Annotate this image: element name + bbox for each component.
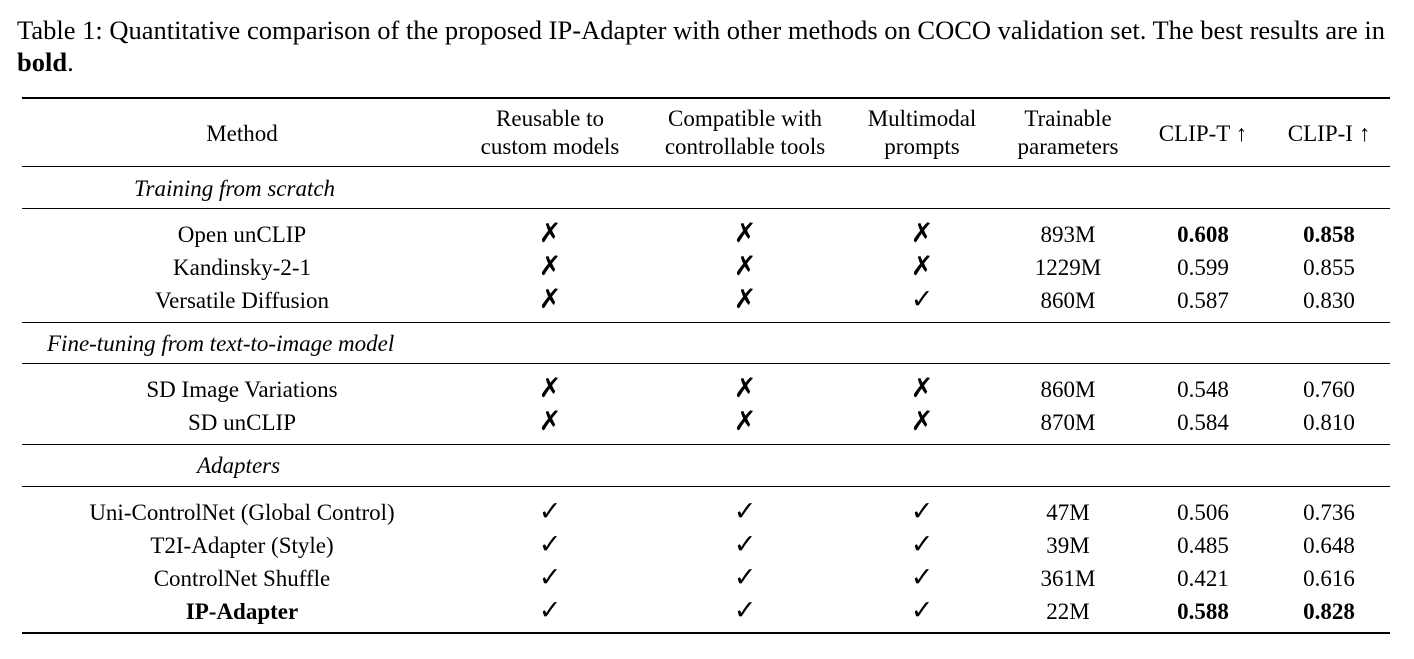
- row-clip-t: 0.485: [1177, 533, 1229, 558]
- row-clip-t: 0.548: [1177, 377, 1229, 402]
- row-params: 47M: [1046, 500, 1090, 525]
- table-row: IP-Adapter ✓ ✓ ✓ 22M 0.588 0.828: [0, 595, 1414, 628]
- table-row: SD unCLIP ✗ ✗ ✗ 870M 0.584 0.810: [0, 406, 1414, 439]
- row-clip-t: 0.599: [1177, 255, 1229, 280]
- row-method: SD unCLIP: [188, 410, 296, 435]
- table-row: Kandinsky-2-1 ✗ ✗ ✗ 1229M 0.599 0.855: [0, 251, 1414, 284]
- table-top-rule: [22, 97, 1390, 99]
- table-row: Uni-ControlNet (Global Control) ✓ ✓ ✓ 47…: [0, 496, 1414, 529]
- row-clip-t: 0.584: [1177, 410, 1229, 435]
- header-reusable-line2: custom models: [480, 134, 620, 159]
- check-icon: ✓: [733, 496, 757, 527]
- row-method: IP-Adapter: [185, 599, 299, 624]
- cross-icon: ✗: [910, 251, 934, 282]
- section-title-training-from-scratch: Training from scratch: [134, 176, 336, 201]
- row-params: 893M: [1040, 222, 1096, 247]
- row-params: 22M: [1046, 599, 1090, 624]
- row-params: 39M: [1046, 533, 1090, 558]
- row-method: Uni-ControlNet (Global Control): [89, 500, 395, 525]
- row-clip-i: 0.855: [1303, 255, 1355, 280]
- row-params: 1229M: [1034, 255, 1102, 280]
- row-clip-t: 0.608: [1177, 222, 1229, 247]
- cross-icon: ✗: [733, 218, 757, 249]
- row-clip-i: 0.760: [1303, 377, 1355, 402]
- cross-icon: ✗: [733, 373, 757, 404]
- section-rule: [22, 444, 1390, 446]
- header-compatible-line1: Compatible with: [668, 106, 822, 131]
- check-icon: ✓: [733, 529, 757, 560]
- cross-icon: ✗: [538, 251, 562, 282]
- table-caption: Table 1: Quantitative comparison of the …: [17, 14, 1407, 78]
- section-rule: [22, 322, 1390, 324]
- check-icon: ✓: [910, 496, 934, 527]
- caption-bold-word: bold: [17, 47, 68, 77]
- cross-icon: ✗: [733, 284, 757, 315]
- section-title-adapters: Adapters: [197, 453, 281, 478]
- row-clip-t: 0.588: [1177, 599, 1229, 624]
- row-method: SD Image Variations: [146, 377, 338, 402]
- check-icon: ✓: [910, 595, 934, 626]
- header-reusable-line1: Reusable to: [496, 106, 604, 131]
- header-trainable-line2: parameters: [1017, 134, 1119, 159]
- row-method: Kandinsky-2-1: [173, 255, 311, 280]
- row-params: 870M: [1040, 410, 1096, 435]
- row-clip-i: 0.616: [1303, 566, 1355, 591]
- header-compatible-line2: controllable tools: [664, 134, 826, 159]
- row-clip-t: 0.421: [1177, 566, 1229, 591]
- table-row: SD Image Variations ✗ ✗ ✗ 860M 0.548 0.7…: [0, 373, 1414, 406]
- cross-icon: ✗: [538, 284, 562, 315]
- cross-icon: ✗: [910, 218, 934, 249]
- row-method: ControlNet Shuffle: [153, 566, 331, 591]
- section-rule: [22, 363, 1390, 365]
- header-clip-i: CLIP-I ↑: [1287, 121, 1371, 146]
- header-multimodal-line1: Multimodal: [867, 106, 977, 131]
- cross-icon: ✗: [733, 406, 757, 437]
- cross-icon: ✗: [538, 373, 562, 404]
- header-method: Method: [206, 121, 278, 146]
- cross-icon: ✗: [538, 406, 562, 437]
- row-clip-i: 0.810: [1303, 410, 1355, 435]
- row-params: 361M: [1040, 566, 1096, 591]
- cross-icon: ✗: [910, 406, 934, 437]
- cross-icon: ✗: [733, 251, 757, 282]
- check-icon: ✓: [538, 562, 562, 593]
- row-clip-t: 0.587: [1177, 288, 1229, 313]
- cross-icon: ✗: [910, 373, 934, 404]
- row-params: 860M: [1040, 288, 1096, 313]
- row-clip-t: 0.506: [1177, 500, 1229, 525]
- header-multimodal-line2: prompts: [884, 134, 960, 159]
- section-rule: [22, 486, 1390, 488]
- check-icon: ✓: [910, 284, 934, 315]
- row-method: Open unCLIP: [177, 222, 307, 247]
- row-method: T2I-Adapter (Style): [150, 533, 334, 558]
- table-bottom-rule: [22, 632, 1390, 634]
- caption-end: .: [67, 47, 74, 77]
- table-row: T2I-Adapter (Style) ✓ ✓ ✓ 39M 0.485 0.64…: [0, 529, 1414, 562]
- check-icon: ✓: [538, 595, 562, 626]
- section-title-fine-tuning: Fine-tuning from text-to-image model: [47, 331, 395, 356]
- header-trainable-line1: Trainable: [1024, 106, 1112, 131]
- section-rule: [22, 208, 1390, 210]
- row-clip-i: 0.830: [1303, 288, 1355, 313]
- row-clip-i: 0.858: [1303, 222, 1355, 247]
- check-icon: ✓: [733, 595, 757, 626]
- table-row: Versatile Diffusion ✗ ✗ ✓ 860M 0.587 0.8…: [0, 284, 1414, 317]
- row-method: Versatile Diffusion: [155, 288, 329, 313]
- row-clip-i: 0.828: [1303, 599, 1355, 624]
- check-icon: ✓: [538, 529, 562, 560]
- row-clip-i: 0.736: [1303, 500, 1355, 525]
- table-row: Open unCLIP ✗ ✗ ✗ 893M 0.608 0.858: [0, 218, 1414, 251]
- check-icon: ✓: [910, 562, 934, 593]
- caption-text: Table 1: Quantitative comparison of the …: [17, 15, 1385, 45]
- check-icon: ✓: [733, 562, 757, 593]
- table-row: ControlNet Shuffle ✓ ✓ ✓ 361M 0.421 0.61…: [0, 562, 1414, 595]
- row-params: 860M: [1040, 377, 1096, 402]
- check-icon: ✓: [910, 529, 934, 560]
- row-clip-i: 0.648: [1303, 533, 1355, 558]
- cross-icon: ✗: [538, 218, 562, 249]
- header-rule: [22, 166, 1390, 168]
- header-clip-t: CLIP-T ↑: [1158, 121, 1248, 146]
- check-icon: ✓: [538, 496, 562, 527]
